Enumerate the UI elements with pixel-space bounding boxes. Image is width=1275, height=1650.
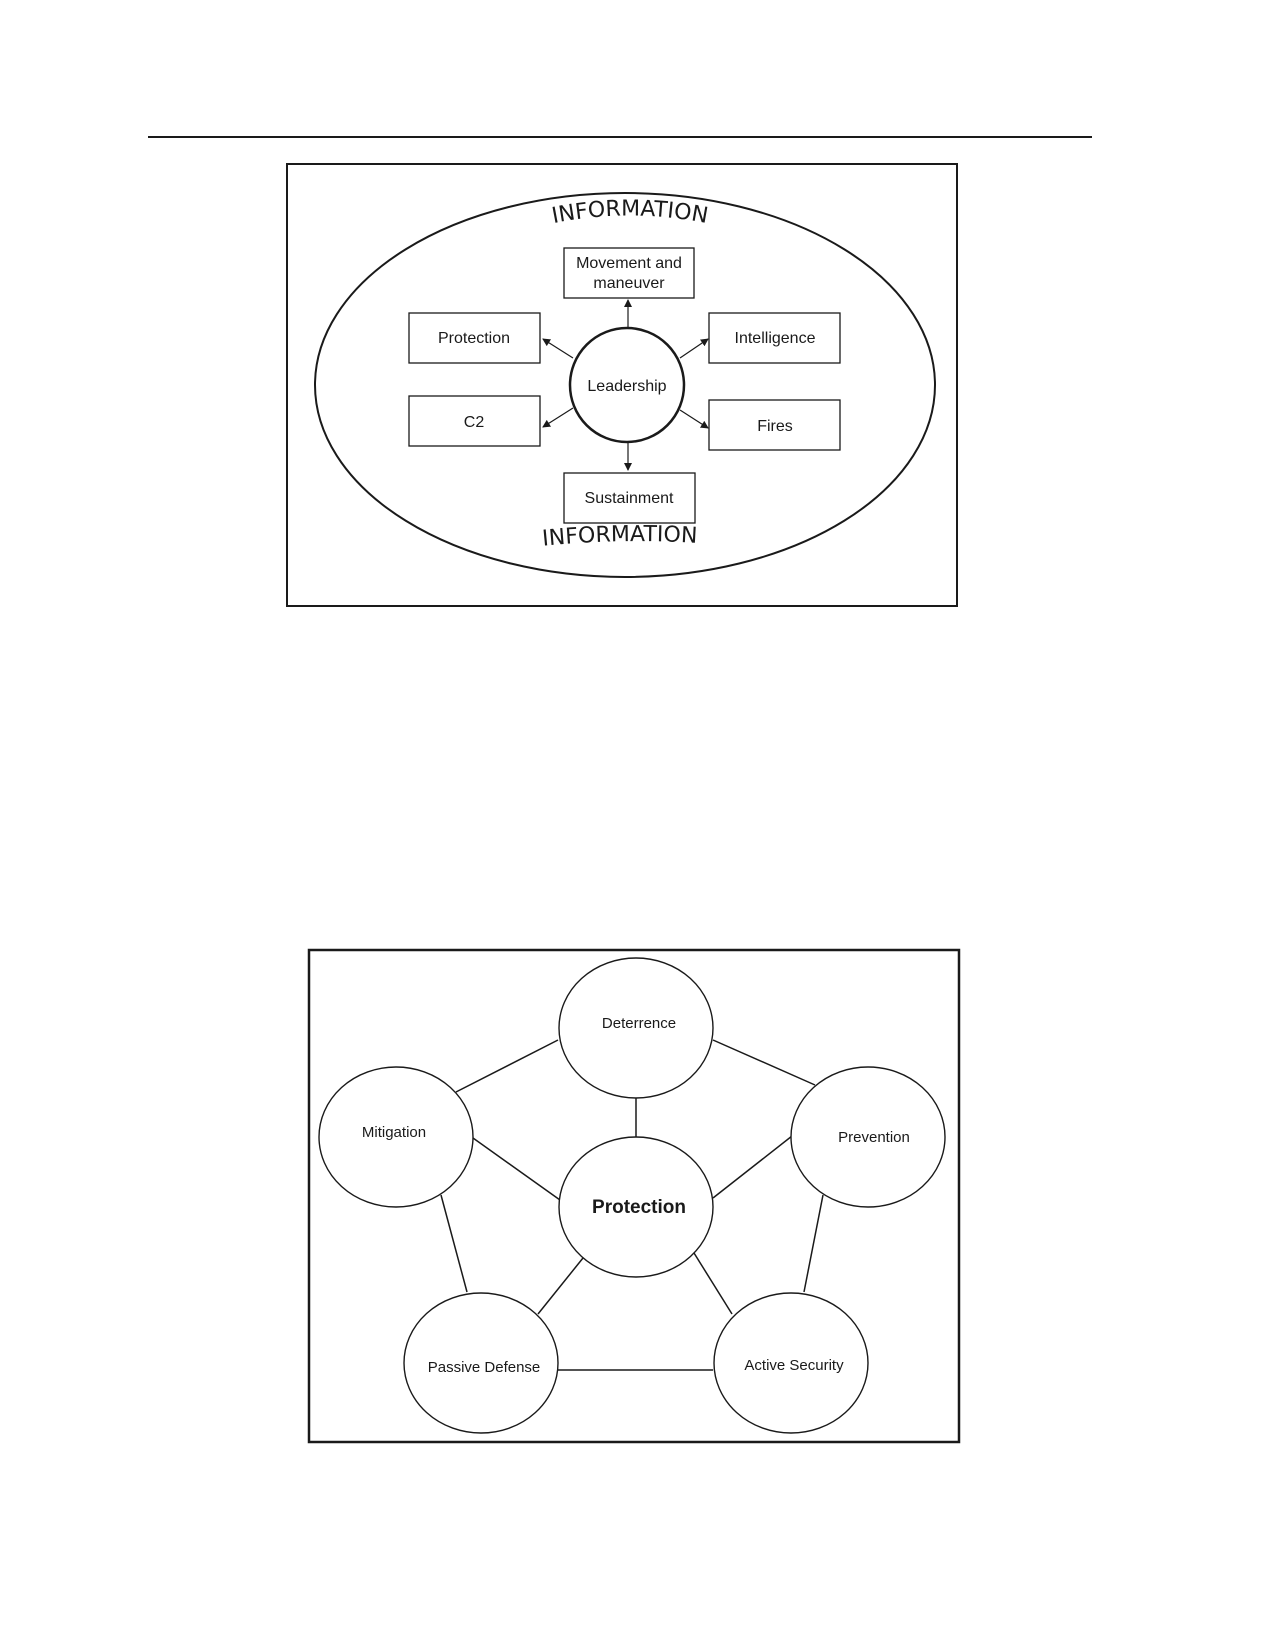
protection-center-label: Protection — [592, 1197, 686, 1218]
intelligence-box — [708, 312, 841, 364]
node-active-security — [713, 1292, 869, 1434]
protection-label: Protection — [438, 330, 510, 347]
leadership-circle — [568, 326, 686, 444]
information-label-bottom: INFORMATION — [541, 522, 698, 552]
arrow-to-c2 — [542, 407, 574, 428]
spoke-prevention — [712, 1135, 793, 1199]
protection-box — [408, 312, 541, 364]
figure1-frame — [286, 163, 958, 607]
movement-label-line2: maneuver — [593, 275, 665, 292]
sustainment-box — [563, 472, 696, 524]
figure2-frame — [307, 948, 961, 1444]
spoke-mitigation — [472, 1137, 561, 1201]
prevention-label: Prevention — [838, 1129, 910, 1146]
node-prevention — [790, 1066, 946, 1208]
figure-warfighting-functions: INFORMATION INFORMATION Leadership Movem… — [286, 163, 958, 607]
edge-deterrence-mitigation — [455, 1039, 559, 1093]
sustainment-label: Sustainment — [585, 490, 674, 507]
node-mitigation — [318, 1066, 474, 1208]
leadership-label: Leadership — [587, 378, 666, 395]
node-deterrence — [558, 957, 714, 1099]
node-passive-defense — [403, 1292, 559, 1434]
passive-defense-label: Passive Defense — [428, 1359, 541, 1376]
c2-label: C2 — [464, 414, 485, 431]
information-ellipse — [314, 192, 936, 578]
intelligence-label: Intelligence — [735, 330, 816, 347]
node-protection-center — [558, 1136, 714, 1278]
c2-box — [408, 395, 541, 447]
arrow-to-protection — [542, 338, 574, 359]
edge-mitigation-passive — [440, 1194, 468, 1293]
arrow-to-intelligence — [679, 338, 709, 359]
figure-protection-pentagon: Deterrence Mitigation Prevention Protect… — [307, 948, 961, 1444]
fires-box — [708, 399, 841, 451]
deterrence-label: Deterrence — [602, 1015, 676, 1032]
edge-deterrence-prevention — [712, 1039, 816, 1086]
information-label-top: INFORMATION — [550, 196, 710, 229]
arrow-to-fires — [679, 409, 709, 429]
spoke-passive — [537, 1257, 584, 1315]
active-security-label: Active Security — [744, 1357, 844, 1374]
movement-label-line1: Movement and — [576, 255, 682, 272]
movement-box — [563, 247, 695, 299]
edge-prevention-active — [803, 1194, 824, 1293]
mitigation-label: Mitigation — [362, 1124, 426, 1141]
fires-label: Fires — [757, 418, 793, 435]
spoke-active — [693, 1252, 733, 1315]
